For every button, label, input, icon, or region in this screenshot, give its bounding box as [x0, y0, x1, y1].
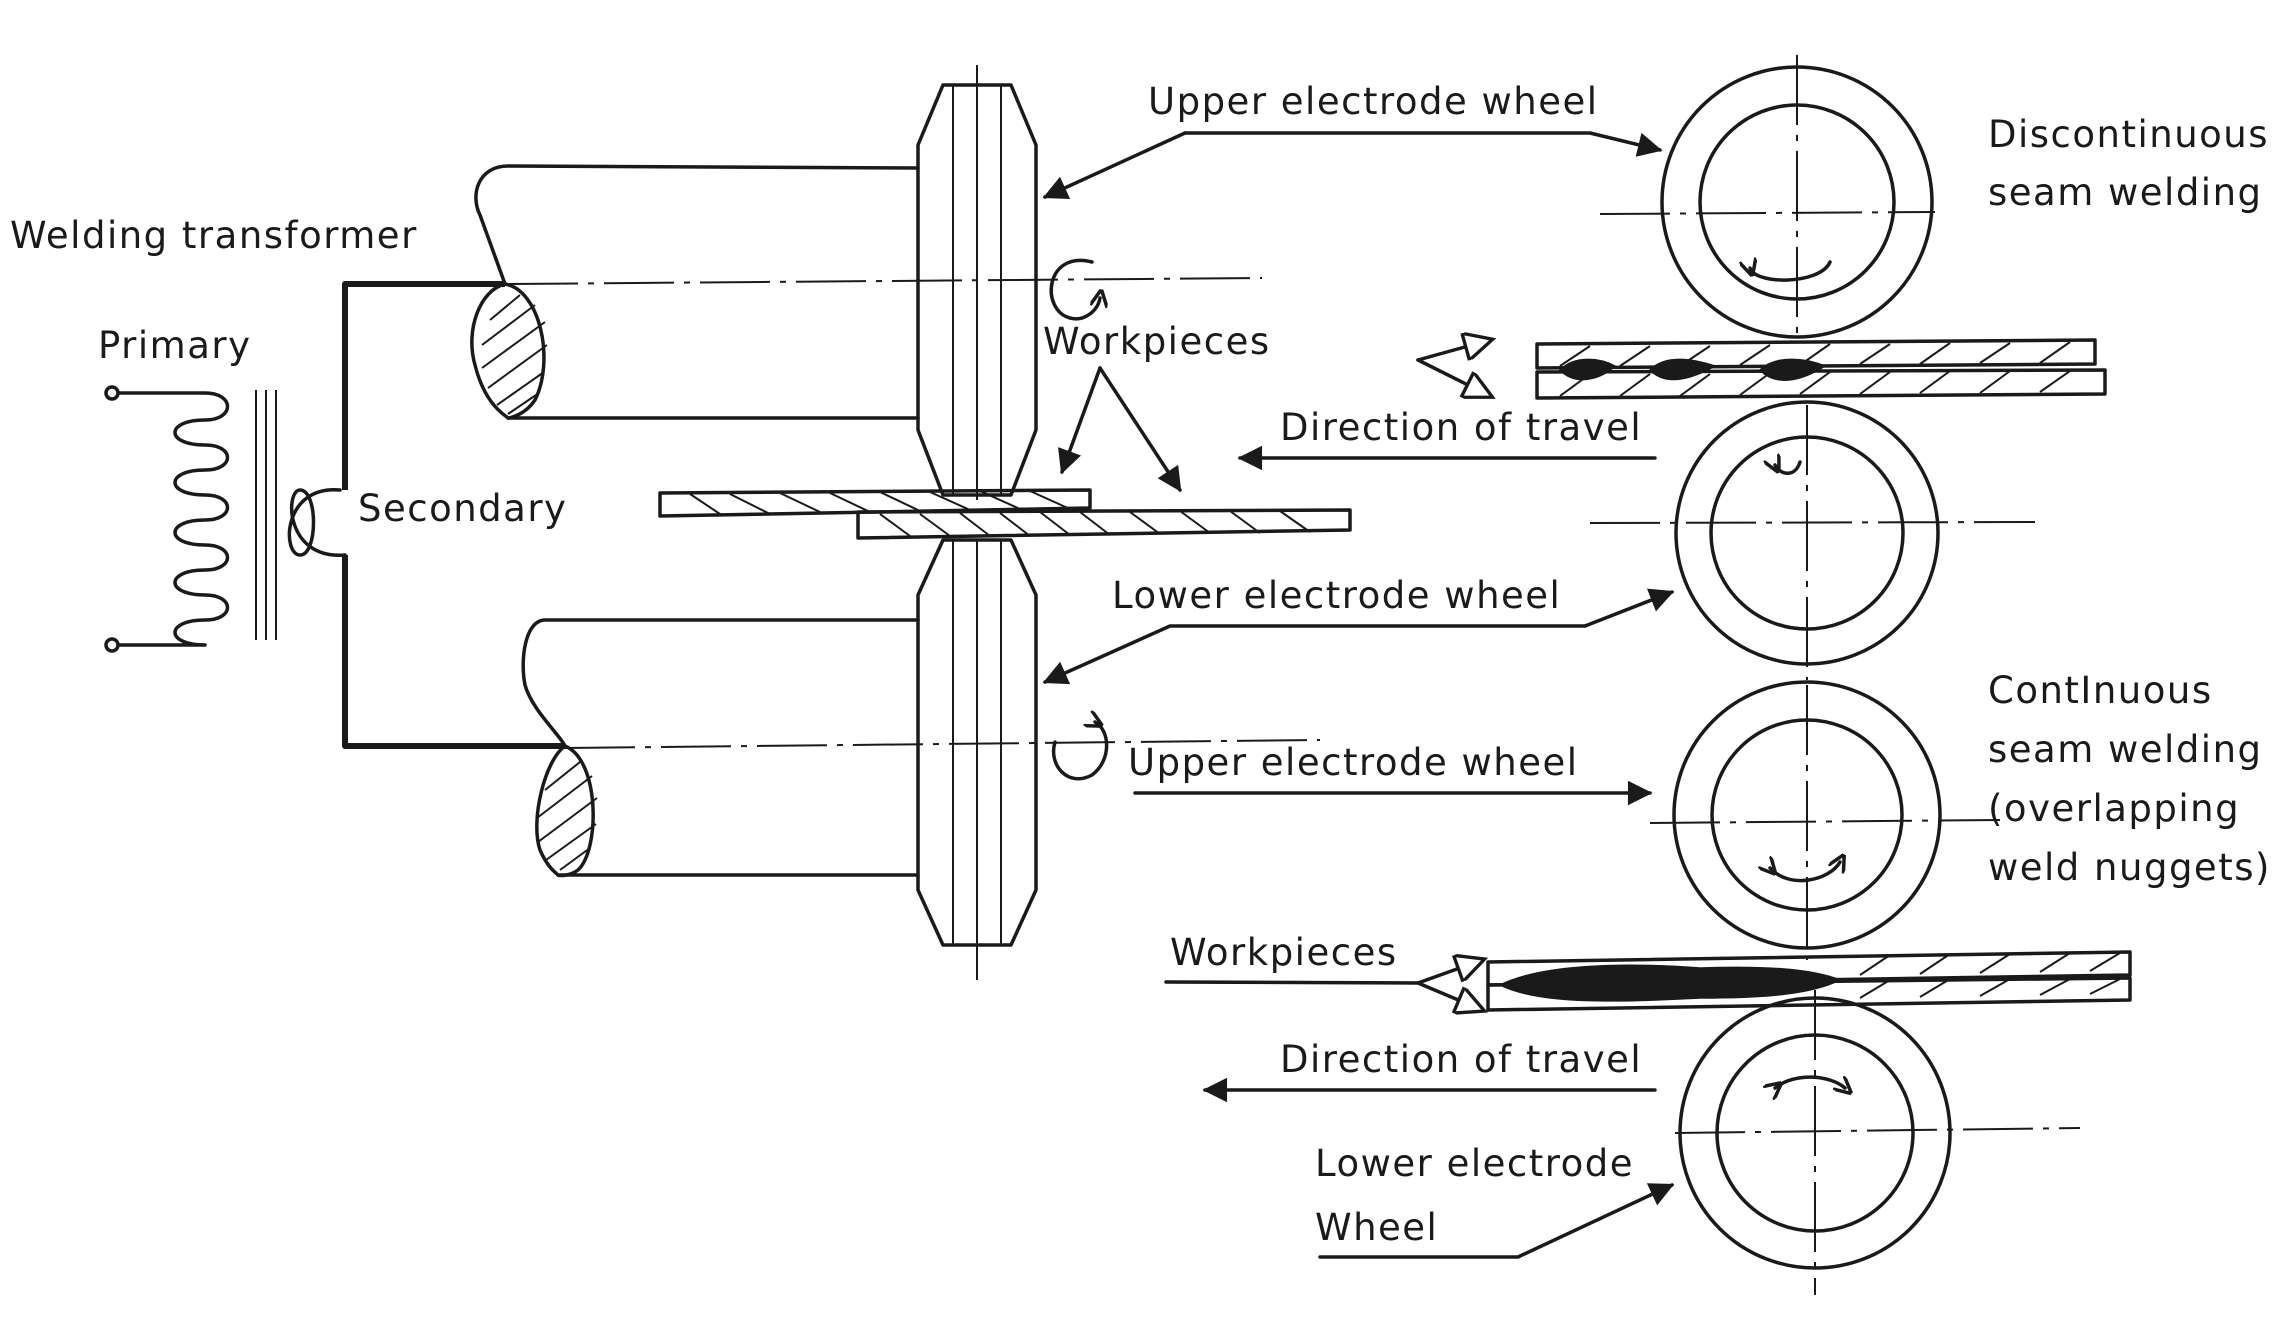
discontinuous-upper-wheel — [1599, 55, 1936, 340]
secondary-circuit — [342, 281, 565, 749]
side-view-workpieces — [658, 488, 1352, 540]
label-continuous-line1: ContInuous — [1988, 669, 2213, 712]
label-lower-electrode-wheel-top: Lower electrode wheel — [1112, 574, 1561, 617]
upper-rotation-arrow — [1049, 258, 1100, 321]
label-continuous-line3: (overlapping — [1988, 787, 2240, 830]
label-primary: Primary — [98, 324, 251, 367]
label-discontinuous-line1: Discontinuous — [1988, 113, 2269, 156]
discontinuous-lower-wheel — [1589, 400, 2036, 680]
lower-axis-line — [564, 739, 1321, 749]
continuous-upper-wheel — [1649, 680, 2001, 960]
transformer-core — [255, 390, 277, 640]
label-discontinuous-line2: seam welding — [1988, 171, 2263, 214]
lower-electrode-arm — [521, 618, 920, 878]
leader-arrows — [1042, 131, 1675, 1259]
label-secondary: Secondary — [358, 487, 567, 530]
continuous-workpieces — [1486, 950, 2132, 1012]
lower-rotation-arrow — [1051, 722, 1109, 781]
discontinuous-workpieces — [1535, 338, 2107, 400]
secondary-loop — [287, 488, 347, 557]
label-welding-transformer: Welding transformer — [10, 214, 418, 257]
upper-axis-line — [507, 277, 1263, 285]
label-upper-electrode-wheel-bottom: Upper electrode wheel — [1128, 741, 1579, 784]
label-workpieces-bottom: Workpieces — [1170, 931, 1398, 974]
primary-terminal-top — [104, 385, 120, 401]
label-workpieces-top: Workpieces — [1043, 320, 1271, 363]
lower-electrode-wheel-side-view — [916, 538, 1038, 980]
label-upper-electrode-wheel-top: Upper electrode wheel — [1148, 80, 1599, 123]
label-continuous-line4: weld nuggets) — [1988, 846, 2271, 889]
upper-electrode-arm — [470, 164, 920, 420]
continuous-lower-wheel — [1674, 990, 2081, 1295]
label-lower-electrode-line2: Wheel — [1315, 1206, 1438, 1249]
label-direction-of-travel-top: Direction of travel — [1280, 406, 1642, 449]
welding-transformer — [104, 281, 565, 749]
primary-coil — [116, 391, 230, 647]
label-direction-of-travel-bottom: Direction of travel — [1280, 1038, 1642, 1081]
label-lower-electrode-line1: Lower electrode — [1315, 1142, 1634, 1185]
primary-terminal-bottom — [104, 637, 120, 653]
upper-electrode-wheel-side-view — [916, 65, 1038, 500]
label-continuous-line2: seam welding — [1988, 728, 2263, 771]
